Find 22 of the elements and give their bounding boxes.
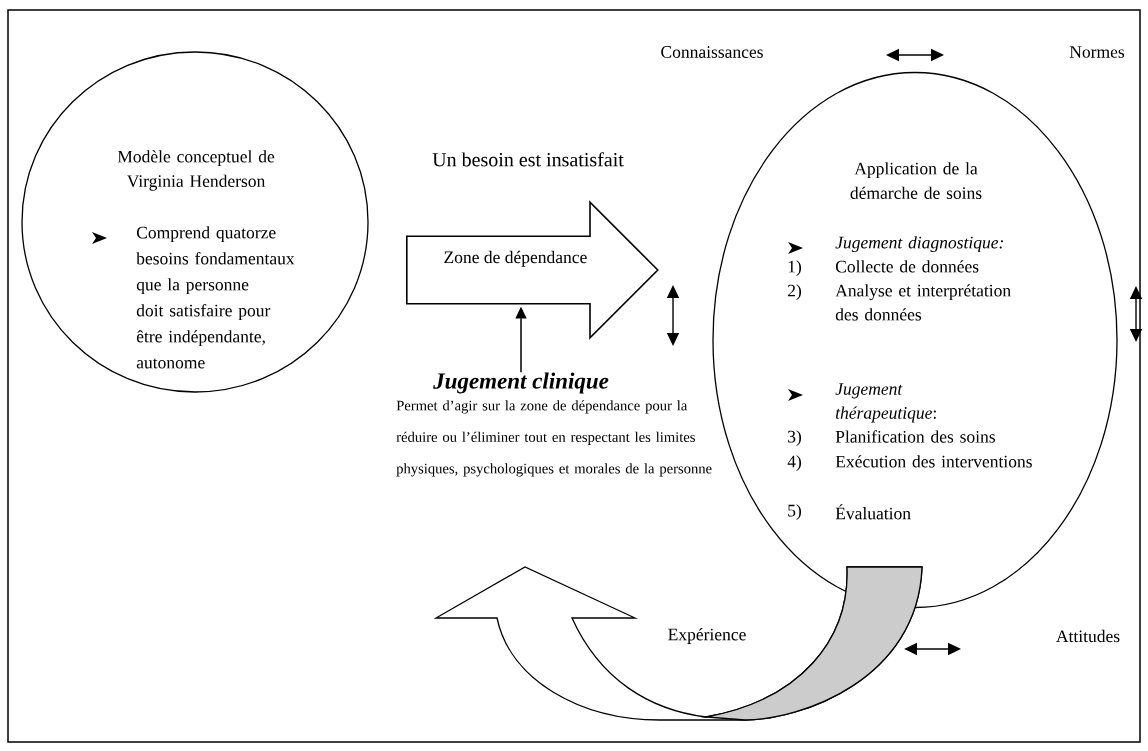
list-item: Exécution des interventions: [835, 455, 1032, 468]
list-number: 2): [788, 284, 801, 301]
bullet-text: Comprend quatorze besoins fondamentaux que la personne doit satisfaire pour être indépendante, autonome: [136, 226, 295, 369]
list-number: 5): [788, 504, 801, 521]
list-item: Planification des soins: [835, 430, 995, 443]
list-item: Évaluation: [835, 504, 911, 520]
list-item: Jugement thérapeutique:: [835, 383, 936, 423]
paragraph: Permet d’agir sur la zone de dépendance pour la réduire ou l’éliminer tout en respectant les limites physiques, psychologiques et morales de la personne: [396, 400, 712, 477]
heading: Jugement clinique: [433, 372, 609, 394]
list-heading: Jugement diagnostique:: [835, 236, 1003, 253]
curved-arrow: [435, 566, 923, 721]
heading: Application de la démarche de soins: [850, 162, 982, 199]
label: Expérience: [668, 628, 746, 644]
heading: Un besoin est insatisfait: [432, 152, 624, 167]
heading: Modèle conceptuel de Virginia Henderson: [117, 150, 275, 191]
list-number: 1): [788, 260, 801, 277]
list-number: 3): [788, 430, 801, 447]
list-number: 4): [787, 455, 801, 472]
list-item: Analyse et interprétation des données: [835, 284, 1011, 321]
label: Attitudes: [1056, 629, 1120, 643]
label: Connaissances: [661, 46, 763, 58]
list-item: Collecte de données: [835, 260, 979, 273]
